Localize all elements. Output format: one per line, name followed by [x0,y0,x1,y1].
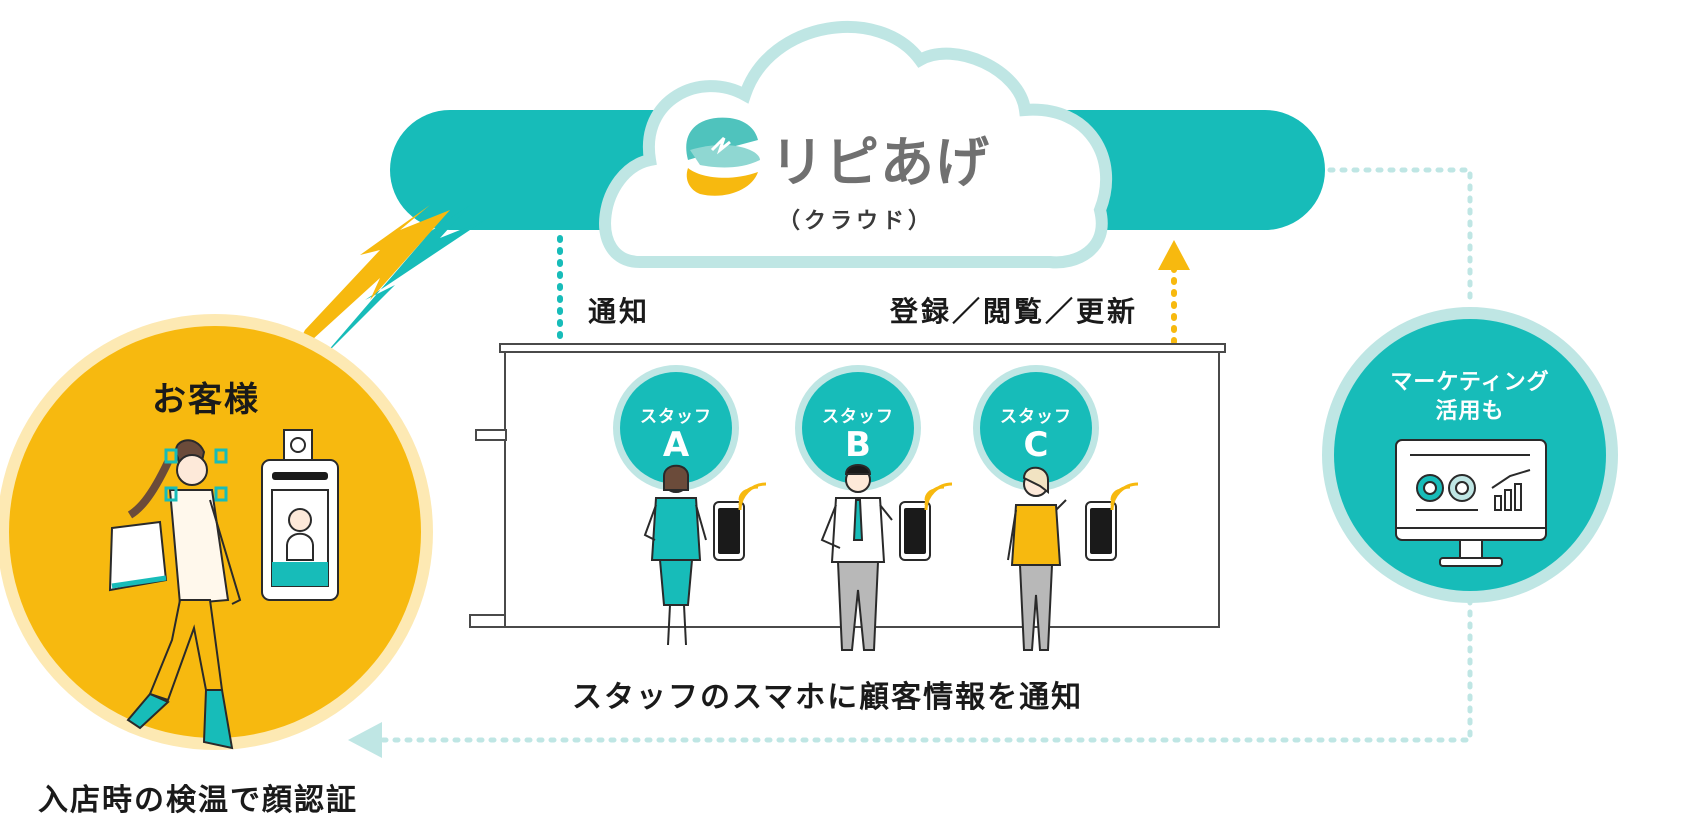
band-to-marketing-connector [1327,167,1473,308]
logo-icon [686,117,760,196]
staff-circle-b [795,365,921,491]
marketing-label-line2: 活用も [1435,399,1505,424]
monitor-chart-icon [1395,439,1547,567]
staff-circle-a [613,365,739,491]
staff-a-label: スタッフ [640,407,712,427]
wifi-signal-icon [738,482,767,511]
register-label: 登録／閲覧／更新 [890,295,1139,328]
staff-a-letter: A [662,425,690,465]
wifi-signal-icon [924,482,953,511]
staff-c-letter: C [1023,425,1049,465]
lightning-connector [290,205,485,360]
staff-b-label: スタッフ [822,407,894,427]
wifi-signal-icon [1110,482,1139,511]
notify-label: 通知 [588,295,651,328]
smartphone-icon [899,501,931,561]
staff-circle-c [973,365,1099,491]
staff-person-icon [643,464,707,646]
staff-person-icon [1007,466,1067,651]
walking-woman-icon [108,439,242,750]
staff-c-label: スタッフ [1000,407,1072,427]
staff-b-letter: B [845,425,871,465]
marketing-to-customer-connector [348,597,1473,758]
store-caption: スタッフのスマホに顧客情報を通知 [572,680,1084,715]
customer-label: お客様 [152,380,260,420]
logo-text: リピあげ [770,131,990,194]
face-scanner-icon [261,429,339,601]
marketing-label-line1: マーケティング [1390,370,1550,395]
staff-person-icon [820,464,893,651]
cloud-icon [599,20,1113,269]
entry-caption: 入店時の検温で顔認証 [38,783,358,818]
cloud-subtitle: （クラウド） [778,209,935,234]
smartphone-icon [1085,501,1117,561]
smartphone-icon [713,501,745,561]
